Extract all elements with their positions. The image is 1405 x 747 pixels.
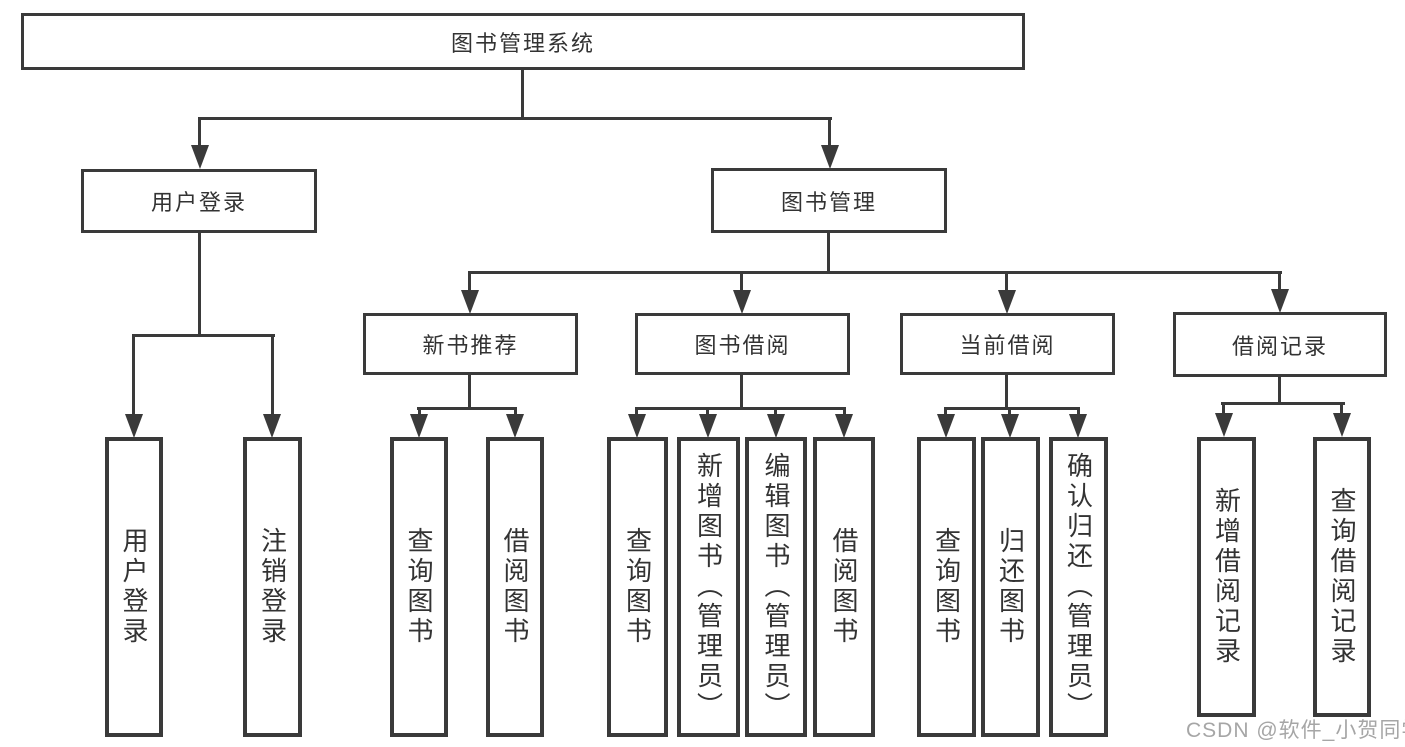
watermark: CSDN @软件_小贺同学 [1186, 719, 1405, 742]
connector-line [468, 271, 471, 297]
connector-line [1008, 407, 1011, 419]
connector-line [740, 375, 743, 410]
leaf-query-books-current: 查询图书 [917, 437, 976, 737]
arrow-down-icon [628, 414, 646, 438]
arrow-down-icon [821, 145, 839, 169]
leaf-logout: 注销登录 [243, 437, 302, 737]
arrow-down-icon [937, 414, 955, 438]
connector-line [944, 407, 1080, 410]
node-current-borrow: 当前借阅 [900, 313, 1115, 375]
leaf-query-borrow-record: 查询借阅记录 [1313, 437, 1371, 717]
arrow-down-icon [1215, 413, 1233, 437]
connector-line [1222, 402, 1225, 414]
arrow-down-icon [1271, 289, 1289, 313]
arrow-down-icon [125, 414, 143, 438]
arrow-down-icon [1069, 414, 1087, 438]
node-book-borrow: 图书借阅 [635, 313, 850, 375]
arrow-down-icon [767, 414, 785, 438]
leaf-user-login: 用户登录 [105, 437, 163, 737]
arrow-down-icon [733, 290, 751, 314]
arrow-down-icon [1001, 414, 1019, 438]
leaf-confirm-return-admin: 确认归还（管理员） [1049, 437, 1108, 737]
leaf-query-books-borrow: 查询图书 [607, 437, 668, 737]
connector-line [1221, 402, 1345, 405]
connector-line [635, 407, 846, 410]
connector-line [828, 117, 831, 152]
node-borrow-records: 借阅记录 [1173, 312, 1387, 377]
arrow-down-icon [1333, 413, 1351, 437]
connector-line [1005, 271, 1008, 297]
leaf-return-book: 归还图书 [981, 437, 1040, 737]
connector-line [198, 117, 201, 152]
connector-line [740, 271, 743, 297]
arrow-down-icon [506, 414, 524, 438]
arrow-down-icon [461, 290, 479, 314]
node-user-login: 用户登录 [81, 169, 317, 233]
connector-line [468, 375, 471, 410]
connector-line [514, 407, 517, 419]
arrow-down-icon [699, 414, 717, 438]
connector-line [944, 407, 947, 419]
node-new-book-recommend: 新书推荐 [363, 313, 578, 375]
connector-line [1340, 402, 1343, 414]
connector-line [1278, 376, 1281, 405]
arrow-down-icon [191, 145, 209, 169]
arrow-down-icon [263, 414, 281, 438]
connector-line [774, 407, 777, 419]
connector-line [521, 69, 524, 119]
connector-line [1005, 375, 1008, 410]
leaf-add-borrow-record: 新增借阅记录 [1197, 437, 1256, 717]
connector-line [418, 407, 421, 419]
connector-line [417, 407, 517, 410]
connector-line [133, 334, 275, 337]
arrow-down-icon [998, 290, 1016, 314]
connector-line [1278, 271, 1281, 297]
connector-line [635, 407, 638, 419]
connector-line [706, 407, 709, 419]
connector-line [827, 232, 830, 274]
connector-line [198, 117, 832, 120]
connector-line [198, 233, 201, 336]
connector-line [1077, 407, 1080, 419]
node-book-management: 图书管理 [711, 168, 947, 233]
leaf-query-books-recommend: 查询图书 [390, 437, 448, 737]
arrow-down-icon [835, 414, 853, 438]
connector-line [843, 407, 846, 419]
leaf-borrow-books-recommend: 借阅图书 [486, 437, 544, 737]
node-book-management-system: 图书管理系统 [21, 13, 1025, 70]
leaf-add-book-admin: 新增图书（管理员） [677, 437, 740, 737]
connector-line [271, 334, 274, 418]
connector-line [132, 334, 135, 418]
leaf-edit-book-admin: 编辑图书（管理员） [745, 437, 807, 737]
arrow-down-icon [410, 414, 428, 438]
connector-line [468, 271, 1282, 274]
leaf-borrow-books: 借阅图书 [813, 437, 875, 737]
